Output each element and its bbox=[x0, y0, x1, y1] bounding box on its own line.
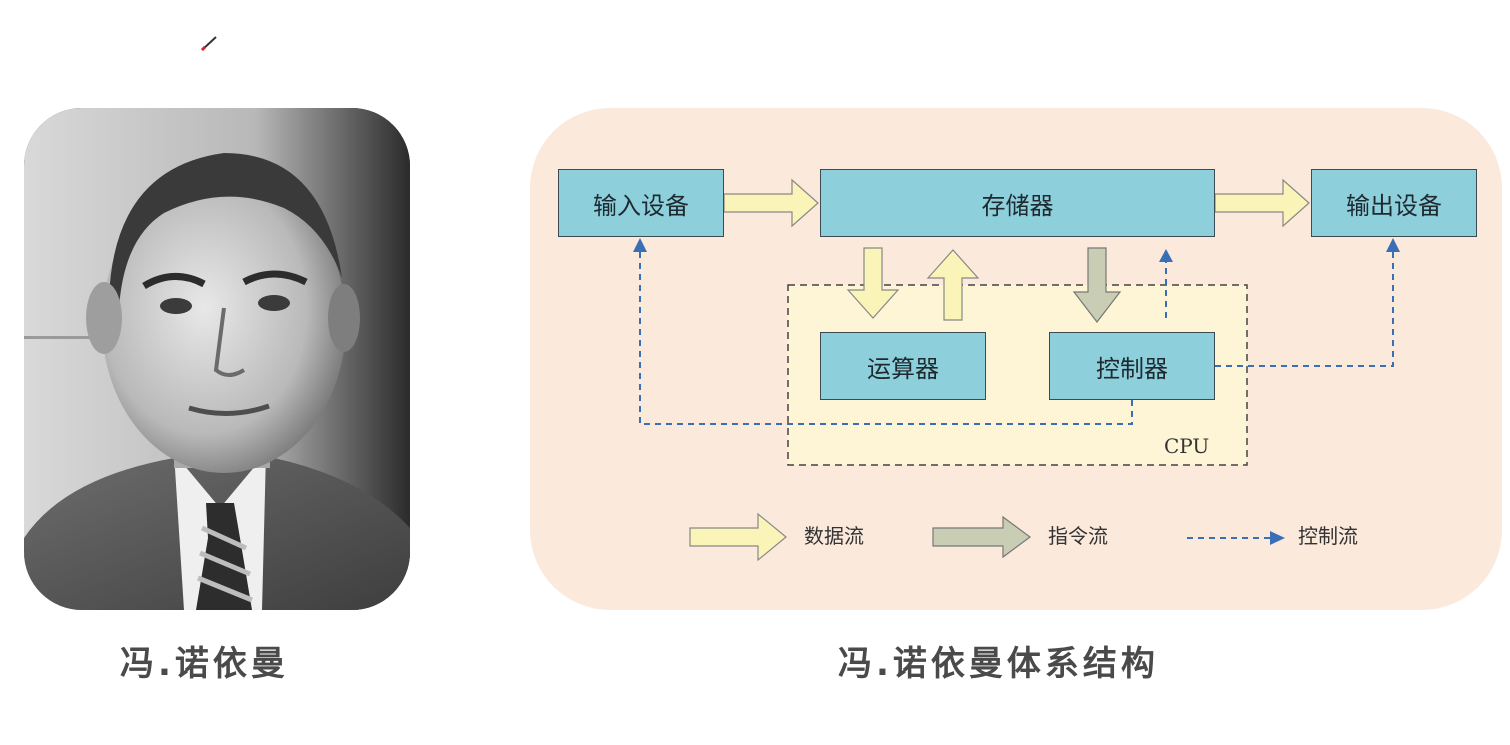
portrait-photo bbox=[24, 108, 410, 610]
legend-instruction-flow-arrow bbox=[932, 515, 1032, 559]
control-flow-arrow-memory bbox=[1159, 249, 1173, 318]
legend-control-flow-arrow bbox=[1187, 531, 1285, 545]
legend-instruction-flow-label: 指令流 bbox=[1048, 524, 1108, 548]
legend-control-flow-label: 控制流 bbox=[1298, 524, 1358, 548]
memory-box: 存储器 bbox=[820, 169, 1215, 237]
input-device-box: 输入设备 bbox=[558, 169, 724, 237]
control-flow-arrow-input bbox=[633, 238, 1133, 425]
control-flow-arrow-output bbox=[1215, 238, 1400, 367]
diagram-caption: 冯.诺依曼体系结构 bbox=[838, 644, 1159, 684]
pencil-icon bbox=[200, 36, 217, 52]
cpu-label: CPU bbox=[1164, 434, 1210, 458]
data-flow-arrow-input-memory bbox=[723, 178, 819, 228]
instruction-flow-arrow bbox=[1072, 247, 1122, 323]
output-device-box: 输出设备 bbox=[1311, 169, 1477, 237]
data-flow-arrow-memory-alu bbox=[846, 247, 900, 319]
data-flow-arrow-alu-memory bbox=[926, 249, 980, 321]
data-flow-arrow-memory-output bbox=[1214, 178, 1310, 228]
portrait-caption: 冯.诺依曼 bbox=[120, 644, 289, 684]
control-unit-box: 控制器 bbox=[1049, 332, 1215, 400]
legend-data-flow-label: 数据流 bbox=[804, 524, 864, 548]
alu-box: 运算器 bbox=[820, 332, 986, 400]
legend-data-flow-arrow bbox=[689, 512, 787, 562]
